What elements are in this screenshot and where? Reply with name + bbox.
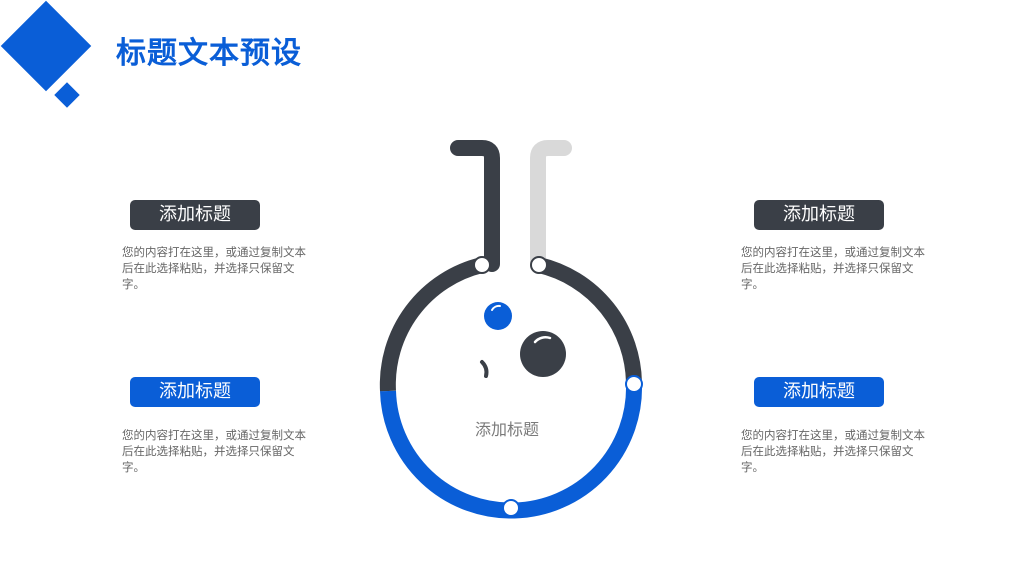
- block-text-bottom-right: 您的内容打在这里，或通过复制文本后在此选择粘贴，并选择只保留文字。: [741, 428, 925, 474]
- block-title-bottom-right: 添加标题: [754, 377, 884, 407]
- flask-bulb-arc-blue: [380, 383, 643, 519]
- flask-bulb-arc-dark-left: [379, 257, 484, 392]
- block-text-top-right: 您的内容打在这里，或通过复制文本后在此选择粘贴，并选择只保留文字。: [741, 245, 925, 291]
- block-title-bottom-left: 添加标题: [130, 377, 260, 407]
- block-text-bottom-left: 您的内容打在这里，或通过复制文本后在此选择粘贴，并选择只保留文字。: [122, 428, 306, 474]
- block-title-top-left: 添加标题: [130, 200, 260, 230]
- joint-dot-right: [530, 256, 548, 274]
- block-text-top-left: 您的内容打在这里，或通过复制文本后在此选择粘贴，并选择只保留文字。: [122, 245, 306, 291]
- bubble-dark: [520, 331, 566, 377]
- joint-dot-side: [625, 375, 643, 393]
- logo-diamond-large: [0, 0, 92, 92]
- flask-label: 添加标题: [474, 420, 539, 439]
- bubble-fragment: [480, 360, 489, 378]
- block-title-top-right: 添加标题: [754, 200, 884, 230]
- flask-graphic: [379, 140, 643, 519]
- joint-dot-left: [473, 256, 491, 274]
- flask-neck-left: [450, 140, 500, 272]
- flask-neck-right: [530, 140, 572, 270]
- joint-dot-bottom: [502, 499, 520, 517]
- logo-diamond-small: [54, 82, 80, 108]
- flask-bulb-arc-dark-right: [537, 257, 642, 385]
- bubble-blue: [484, 302, 512, 330]
- page-title: 标题文本预设: [116, 36, 302, 71]
